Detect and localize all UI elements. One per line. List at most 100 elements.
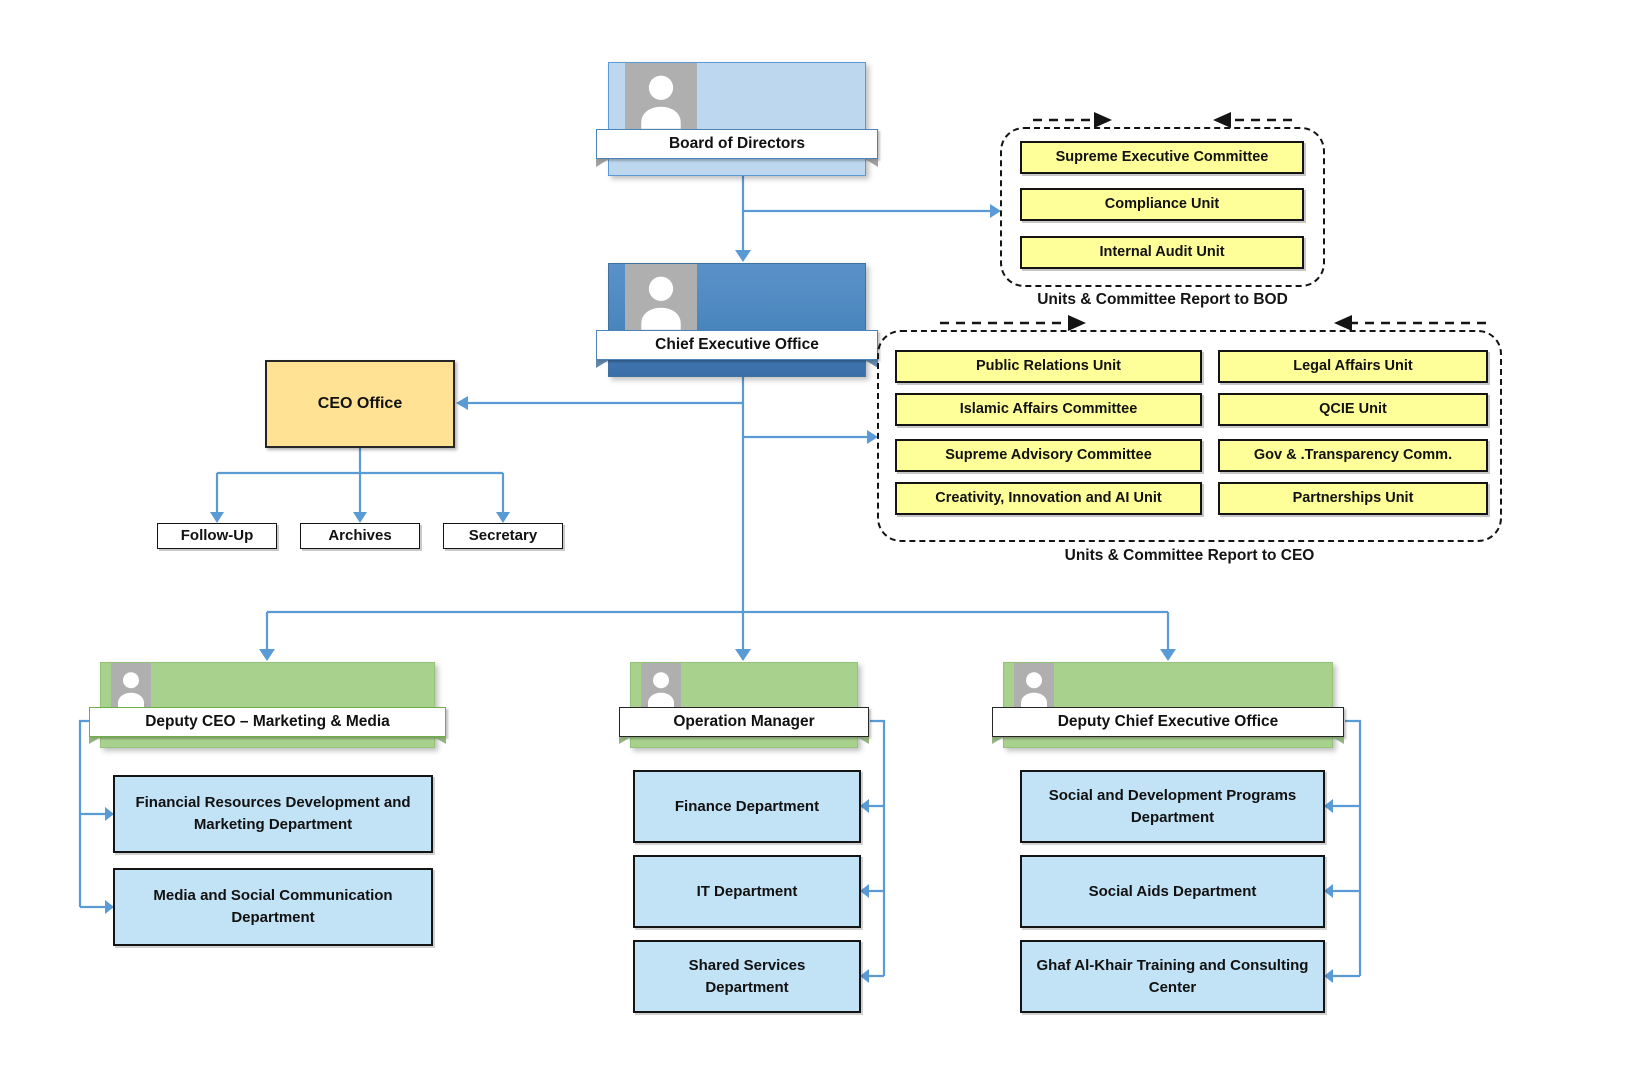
- label: Media and Social Communication Departmen…: [153, 887, 393, 926]
- node-banner: Deputy Chief Executive Office: [992, 707, 1344, 737]
- node-social-aids-department: Social Aids Department: [1020, 855, 1325, 928]
- person-icon: [641, 75, 681, 129]
- node-compliance-unit: Compliance Unit: [1020, 188, 1304, 221]
- bod-units-caption: Units & Committee Report to BOD: [1037, 291, 1288, 308]
- label: Financial Resources Development and Mark…: [135, 794, 411, 833]
- node-ceo-office: CEO Office: [265, 360, 455, 448]
- node-financial-resources-marketing-dept: Financial Resources Development and Mark…: [113, 775, 433, 853]
- person-icon: [1021, 671, 1047, 707]
- person-photo-icon: [111, 663, 151, 707]
- banner-fold: [89, 737, 101, 744]
- label: QCIE Unit: [1319, 400, 1387, 417]
- deputy-ceo-marketing-media-label: Deputy CEO – Marketing & Media: [145, 713, 390, 730]
- arrowhead-right-icon: [990, 204, 1001, 218]
- node-ghaf-alkhair-training-center: Ghaf Al-Khair Training and Consulting Ce…: [1020, 940, 1325, 1013]
- banner-fold: [992, 737, 1004, 744]
- node-follow-up: Follow-Up: [157, 523, 277, 549]
- label: IT Department: [696, 882, 798, 900]
- label: Shared Services Department: [688, 956, 806, 996]
- banner-fold: [596, 360, 609, 368]
- node-gov-transparency-comm: Gov & .Transparency Comm.: [1218, 439, 1488, 472]
- label: Legal Affairs Unit: [1293, 357, 1413, 374]
- person-photo-icon: [625, 63, 697, 129]
- arrowhead-down-icon: [735, 250, 751, 262]
- label: Gov & .Transparency Comm.: [1253, 446, 1453, 463]
- banner-fold: [596, 159, 609, 167]
- node-chief-executive-office: Chief Executive Office: [596, 263, 878, 377]
- label: Social and Development Programs Departme…: [1048, 786, 1297, 826]
- node-supreme-advisory-committee: Supreme Advisory Committee: [895, 439, 1202, 472]
- chief-executive-office-label: Chief Executive Office: [655, 336, 819, 353]
- label: Public Relations Unit: [975, 357, 1121, 374]
- banner-fold: [619, 737, 631, 744]
- node-board-of-directors: Board of Directors: [596, 62, 878, 176]
- node-banner: Deputy CEO – Marketing & Media: [89, 707, 446, 737]
- operation-manager-label: Operation Manager: [673, 713, 815, 730]
- connector-marketing-branch: [78, 719, 105, 909]
- label: Supreme Advisory Committee: [945, 446, 1152, 463]
- label: Follow-Up: [180, 527, 254, 545]
- label: Finance Department: [674, 797, 820, 815]
- label: Ghaf Al-Khair Training and Consulting Ce…: [1036, 956, 1309, 996]
- node-banner: Operation Manager: [619, 707, 869, 737]
- arrowhead-left-icon: [1324, 884, 1333, 898]
- banner-fold: [865, 360, 878, 368]
- arrowhead-left-icon: [860, 884, 869, 898]
- person-icon: [118, 671, 144, 707]
- arrowhead-left-icon: [1324, 799, 1333, 813]
- arrowhead-down-icon: [259, 649, 275, 661]
- ceo-units-caption: Units & Committee Report to CEO: [1064, 547, 1315, 564]
- label: Partnerships Unit: [1292, 489, 1414, 506]
- flow-arrow-left-icon: [1334, 315, 1352, 331]
- connector-operations-branch: [869, 719, 886, 978]
- node-archives: Archives: [300, 523, 420, 549]
- node-deputy-ceo-marketing-media: Deputy CEO – Marketing & Media: [89, 662, 446, 748]
- node-qcie-unit: QCIE Unit: [1218, 393, 1488, 426]
- label: Social Aids Department: [1088, 882, 1257, 900]
- label: Islamic Affairs Committee: [959, 400, 1138, 417]
- person-icon: [641, 276, 681, 330]
- node-media-social-communication-dept: Media and Social Communication Departmen…: [113, 868, 433, 946]
- node-secretary: Secretary: [443, 523, 563, 549]
- person-icon: [648, 671, 674, 707]
- arrowhead-down-icon: [735, 649, 751, 661]
- node-creativity-innovation-ai-unit: Creativity, Innovation and AI Unit: [895, 482, 1202, 515]
- banner-fold: [1332, 737, 1344, 744]
- person-photo-icon: [1014, 663, 1054, 707]
- connector-distributor: [265, 610, 1170, 651]
- node-finance-department: Finance Department: [633, 770, 861, 843]
- flow-arrow-right-icon: [1094, 112, 1112, 128]
- node-social-development-programs-dept: Social and Development Programs Departme…: [1020, 770, 1325, 843]
- arrowhead-down-icon: [1160, 649, 1176, 661]
- node-it-department: IT Department: [633, 855, 861, 928]
- flow-arrow-left-icon: [1213, 112, 1231, 128]
- flow-arrow-right-icon: [1068, 315, 1086, 331]
- arrowhead-down-icon: [496, 512, 510, 523]
- label: Internal Audit Unit: [1099, 243, 1225, 260]
- deputy-chief-executive-office-label: Deputy Chief Executive Office: [1057, 713, 1279, 730]
- node-shared-services-department: Shared Services Department: [633, 940, 861, 1013]
- node-banner: Chief Executive Office: [596, 330, 878, 360]
- node-operation-manager: Operation Manager: [619, 662, 869, 748]
- connector-deputy-branch: [1333, 719, 1362, 978]
- label: Compliance Unit: [1104, 195, 1220, 212]
- banner-fold: [434, 737, 446, 744]
- arrowhead-right-icon: [105, 807, 114, 821]
- label: Secretary: [468, 527, 538, 545]
- node-deputy-chief-executive-office: Deputy Chief Executive Office: [992, 662, 1344, 748]
- node-islamic-affairs-committee: Islamic Affairs Committee: [895, 393, 1202, 426]
- node-supreme-executive-committee: Supreme Executive Committee: [1020, 141, 1304, 174]
- bod-units-group: [1000, 127, 1325, 287]
- banner-fold: [857, 737, 869, 744]
- node-partnerships-unit: Partnerships Unit: [1218, 482, 1488, 515]
- connector-ceo-office-drop: [215, 448, 505, 514]
- ceo-units-group: [877, 330, 1502, 542]
- person-photo-icon: [641, 663, 681, 707]
- arrowhead-right-icon: [105, 900, 114, 914]
- arrowhead-down-icon: [210, 512, 224, 523]
- arrowhead-left-icon: [1324, 969, 1333, 983]
- arrowhead-right-icon: [867, 430, 878, 444]
- arrowhead-left-icon: [456, 396, 468, 410]
